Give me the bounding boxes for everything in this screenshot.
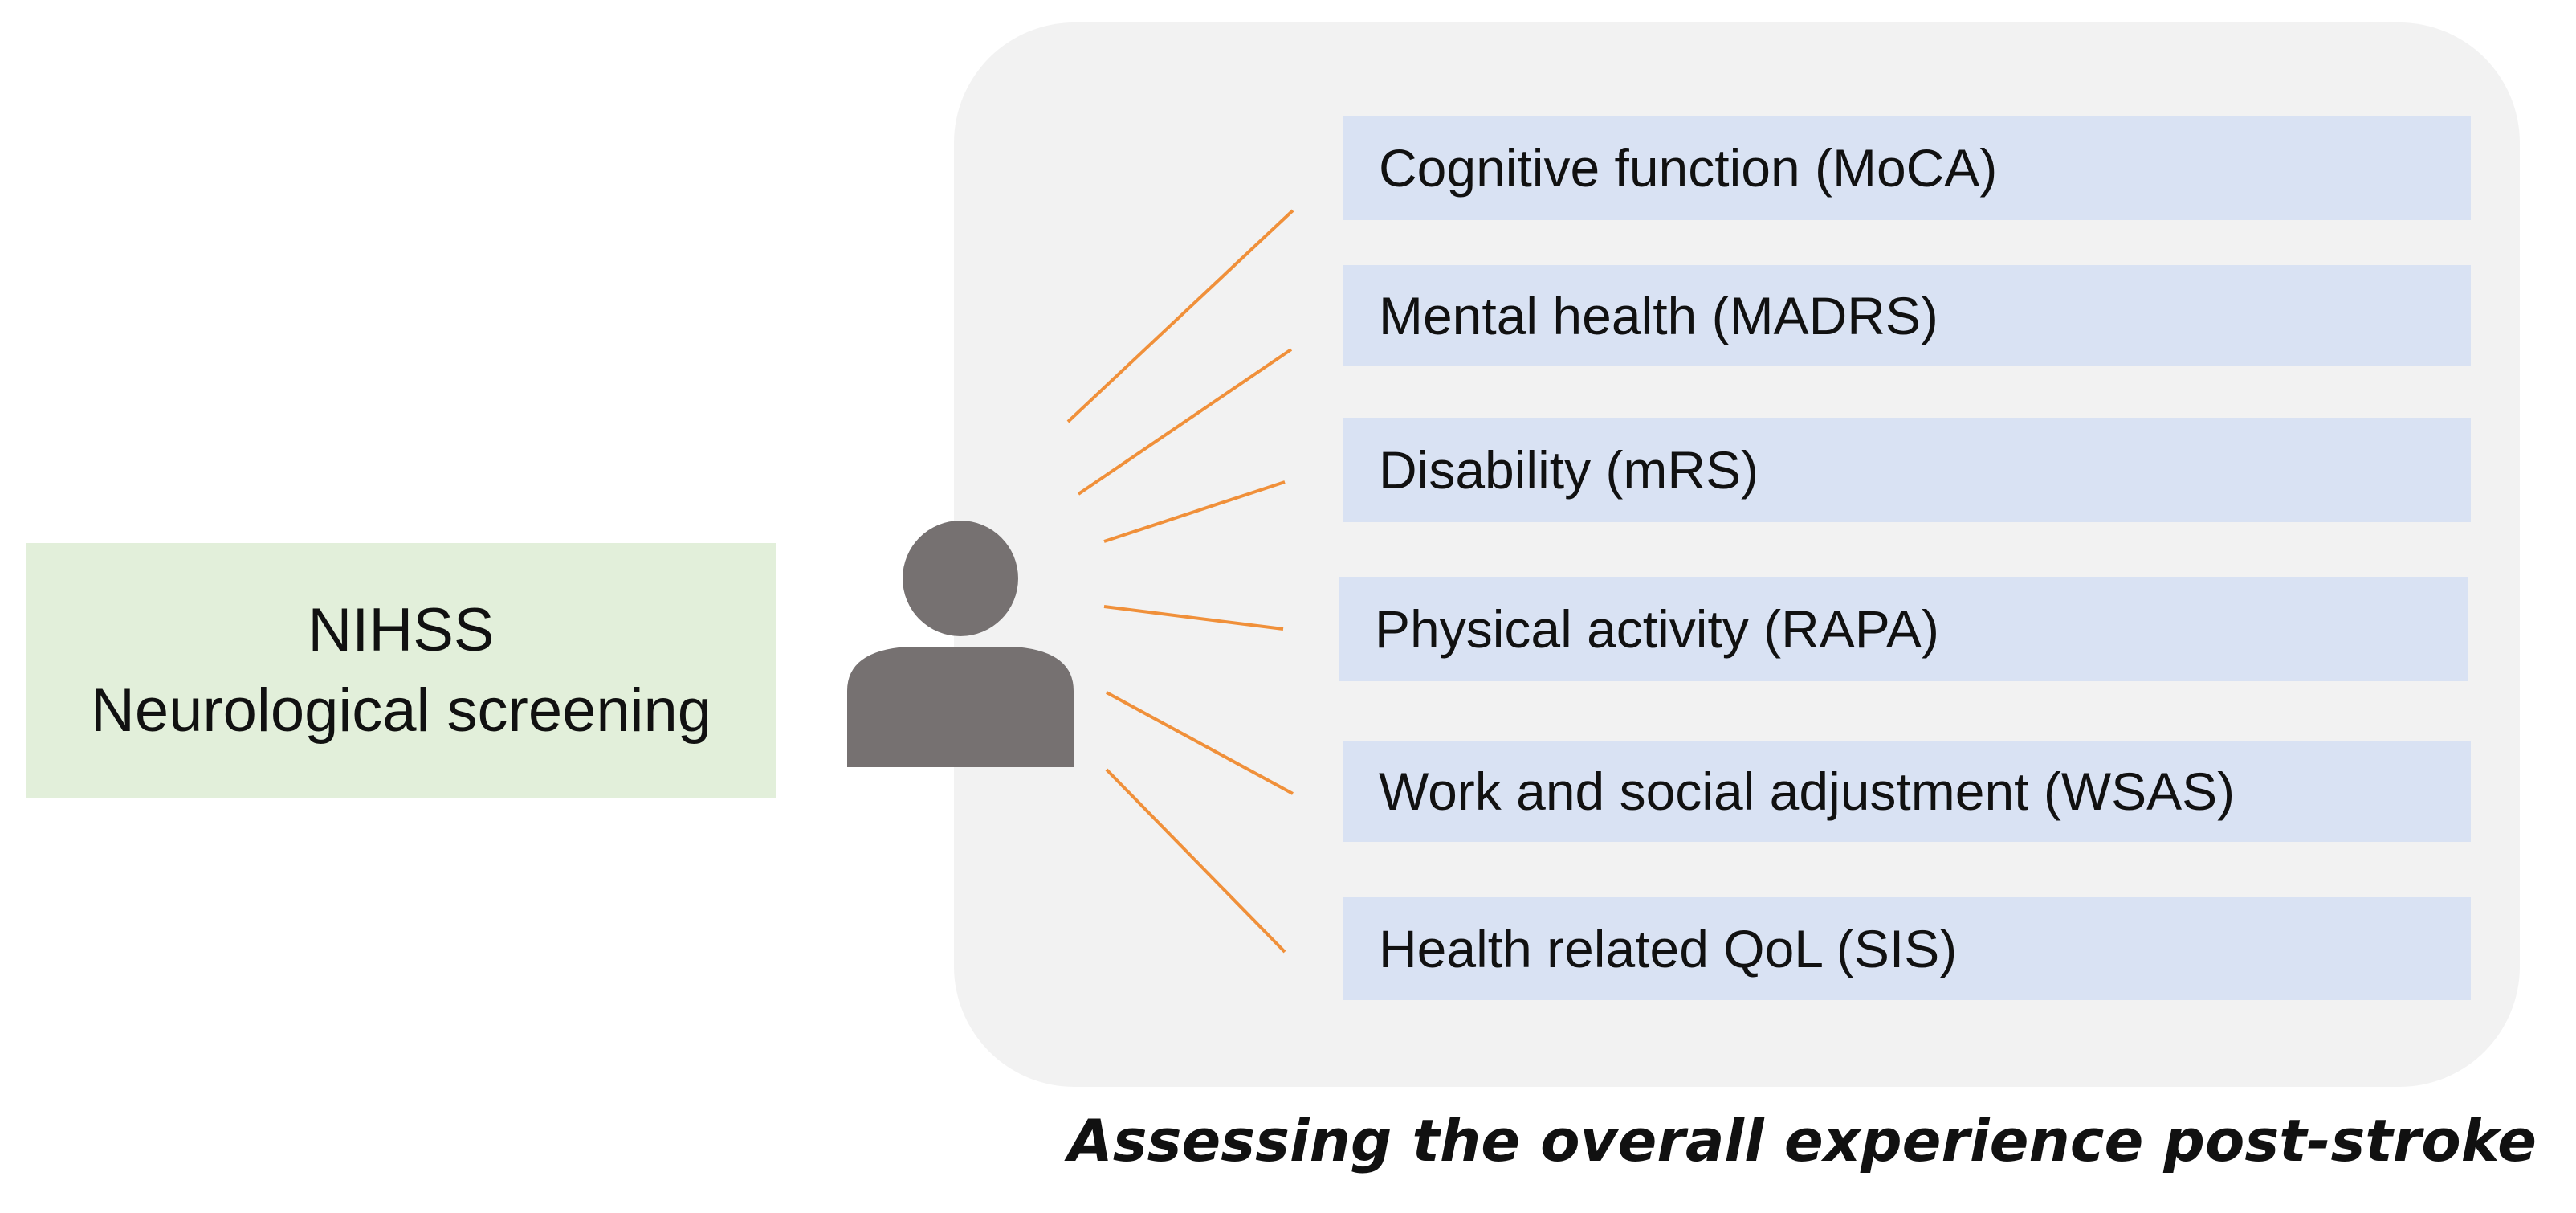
measure-label: Disability (mRS) <box>1379 440 1759 500</box>
measure-mrs: Disability (mRS) <box>1343 418 2471 522</box>
measure-sis: Health related QoL (SIS) <box>1343 897 2471 1000</box>
measure-rapa: Physical activity (RAPA) <box>1339 577 2468 681</box>
nihss-title: NIHSS <box>308 596 495 664</box>
measure-label: Mental health (MADRS) <box>1379 286 1938 345</box>
measure-label: Health related QoL (SIS) <box>1379 919 1958 978</box>
person-icon <box>847 521 1074 767</box>
measure-madrs: Mental health (MADRS) <box>1343 265 2471 366</box>
measure-label: Cognitive function (MoCA) <box>1379 138 1998 198</box>
diagram-caption: Assessing the overall experience post-st… <box>1068 1107 2537 1174</box>
nihss-subtitle: Neurological screening <box>90 676 712 745</box>
measure-moca: Cognitive function (MoCA) <box>1343 116 2471 220</box>
measure-label: Physical activity (RAPA) <box>1375 599 1939 659</box>
nihss-screening-box: NIHSS Neurological screening <box>26 543 776 798</box>
measure-wsas: Work and social adjustment (WSAS) <box>1343 741 2471 842</box>
measure-label: Work and social adjustment (WSAS) <box>1379 762 2236 821</box>
